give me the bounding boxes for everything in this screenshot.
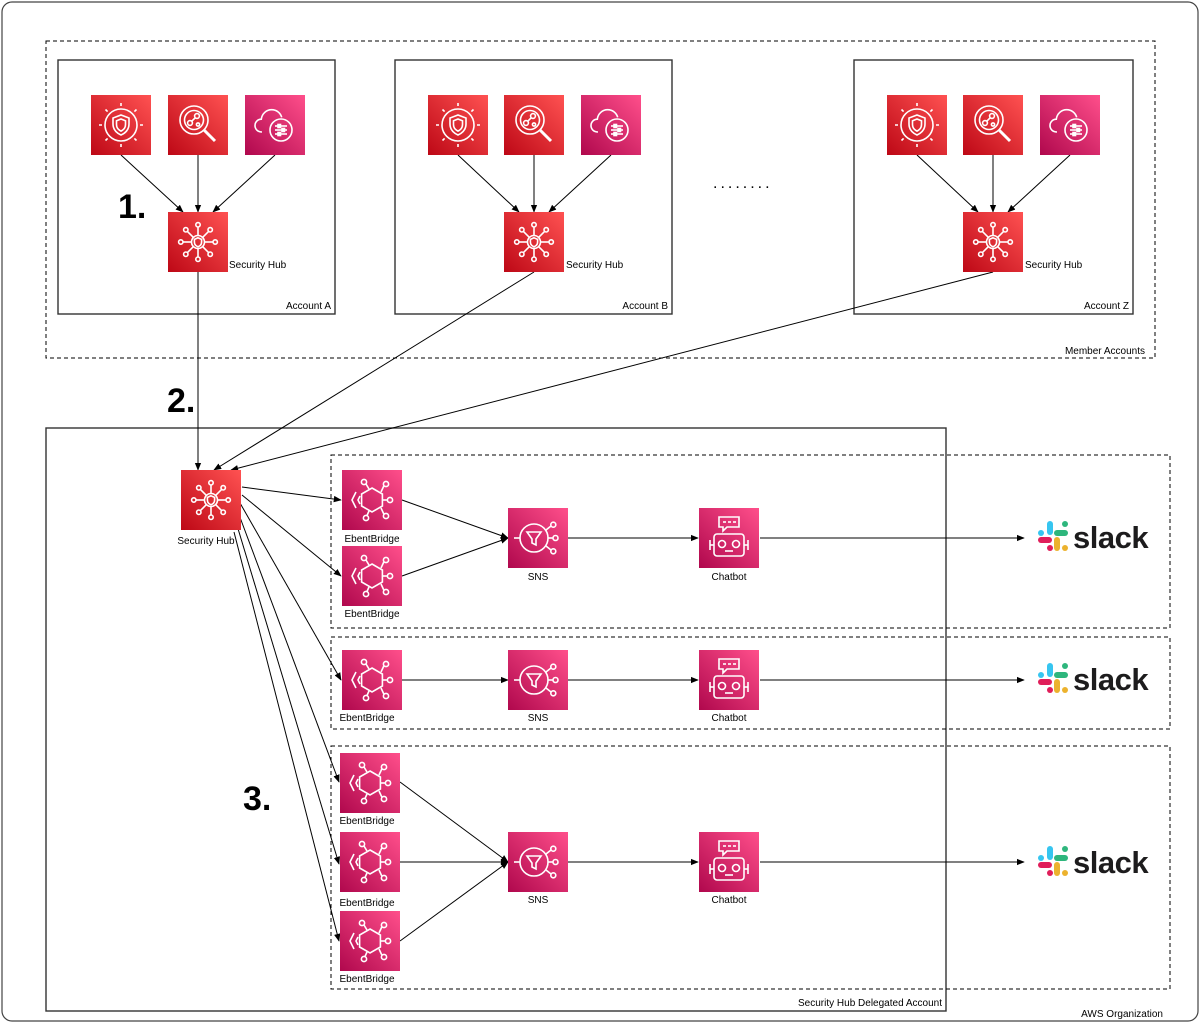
slack-wordmark: slack xyxy=(1073,845,1149,880)
slack-logo: slack xyxy=(1038,520,1150,555)
slack-logo-icon xyxy=(1038,846,1068,876)
chatbot-icon xyxy=(698,831,760,893)
sns-label: SNS xyxy=(528,895,549,906)
account-z-label: Account Z xyxy=(1084,301,1129,312)
account-b-label: Account B xyxy=(622,301,668,312)
member-accounts-group xyxy=(45,40,1156,359)
cloud-settings-icon xyxy=(580,94,642,156)
account-z-box xyxy=(853,59,1134,315)
slack-wordmark: slack xyxy=(1073,520,1149,555)
connector-arrows xyxy=(120,154,1071,942)
eventbridge-label: EbentBridge xyxy=(339,713,394,724)
account-a-box xyxy=(57,59,336,315)
chatbot-icon xyxy=(698,507,760,569)
eventbridge-icon xyxy=(341,469,403,531)
security-hub-label: Security Hub xyxy=(229,260,287,271)
eventbridge-icon xyxy=(339,831,401,893)
security-hub-label: Security Hub xyxy=(566,260,624,271)
security-hub-icon xyxy=(180,469,242,531)
sns-icon xyxy=(507,831,569,893)
delegated-account-box xyxy=(45,427,947,1012)
magnifier-icon xyxy=(166,93,230,157)
security-hub-label: Security Hub xyxy=(1025,260,1083,271)
member-accounts-label: Member Accounts xyxy=(1065,346,1145,357)
eventbridge-label: EbentBridge xyxy=(339,974,394,985)
account-a-label: Account A xyxy=(286,301,331,312)
step-2-label: 2. xyxy=(167,382,195,420)
eventbridge-label: EbentBridge xyxy=(344,609,399,620)
security-hub-icon xyxy=(167,211,229,273)
magnifier-icon xyxy=(961,93,1025,157)
shield-gear-icon xyxy=(427,94,489,156)
chatbot-label: Chatbot xyxy=(711,895,746,906)
aws-organization-label: AWS Organization xyxy=(1081,1009,1163,1020)
eventbridge-icon xyxy=(341,545,403,607)
slack-logo: slack xyxy=(1038,845,1150,880)
security-hub-icon xyxy=(503,211,565,273)
pipeline-group-1 xyxy=(330,454,1171,629)
chatbot-label: Chatbot xyxy=(711,572,746,583)
pipeline-group-3 xyxy=(330,745,1171,990)
chatbot-label: Chatbot xyxy=(711,713,746,724)
pipeline-group-2 xyxy=(330,636,1171,730)
delegated-account-label: Security Hub Delegated Account xyxy=(798,998,942,1009)
sns-label: SNS xyxy=(528,713,549,724)
step-1-label: 1. xyxy=(118,188,146,226)
shield-gear-icon xyxy=(90,94,152,156)
eventbridge-label: EbentBridge xyxy=(339,898,394,909)
eventbridge-icon xyxy=(339,910,401,972)
magnifier-icon xyxy=(502,93,566,157)
shield-gear-icon xyxy=(886,94,948,156)
slack-logo: slack xyxy=(1038,662,1150,697)
eventbridge-label: EbentBridge xyxy=(344,534,399,545)
step-3-label: 3. xyxy=(243,780,271,818)
cloud-settings-icon xyxy=(1039,94,1101,156)
more-accounts-ellipsis: ........ xyxy=(713,175,773,192)
sns-label: SNS xyxy=(528,572,549,583)
account-b-box xyxy=(394,59,673,315)
cloud-settings-icon xyxy=(244,94,306,156)
security-hub-icon xyxy=(962,211,1024,273)
chatbot-icon xyxy=(698,649,760,711)
sns-icon xyxy=(507,507,569,569)
slack-wordmark: slack xyxy=(1073,662,1149,697)
eventbridge-icon xyxy=(341,649,403,711)
slack-logo-icon xyxy=(1038,521,1068,551)
slack-logo-icon xyxy=(1038,663,1068,693)
eventbridge-label: EbentBridge xyxy=(339,816,394,827)
eventbridge-icon xyxy=(339,752,401,814)
sns-icon xyxy=(507,649,569,711)
security-hub-label: Security Hub xyxy=(177,536,235,547)
